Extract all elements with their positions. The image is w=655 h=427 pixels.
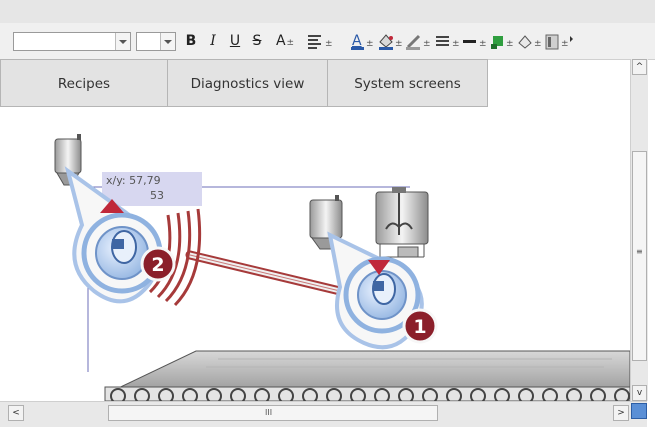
horizontal-scroll-thumb[interactable]: III: [108, 405, 438, 421]
chevron-left-icon: <: [12, 408, 20, 418]
coord-line-1: x/y: 57,79: [106, 174, 161, 187]
step-1-number: 1: [413, 316, 426, 338]
bold-label: B: [185, 33, 197, 49]
canvas-drawing: x/y: 57,79 53: [54, 134, 630, 401]
chevron-up-icon: ^: [635, 62, 644, 72]
fill-color-icon[interactable]: ±: [379, 34, 403, 50]
toolbar-overflow-icon[interactable]: [570, 36, 573, 42]
line-width-icon[interactable]: ±: [463, 39, 487, 49]
conveyor-belt[interactable]: [104, 350, 630, 401]
tab-recipes[interactable]: Recipes: [0, 59, 168, 107]
drag-down-arrow: [368, 260, 390, 275]
line-style-icon[interactable]: ±: [436, 36, 460, 49]
svg-text:±: ±: [366, 39, 374, 49]
svg-text:±: ±: [479, 39, 487, 49]
strikethrough-button[interactable]: S: [248, 30, 266, 52]
vertical-scroll-thumb[interactable]: ≡: [632, 151, 647, 361]
coord-line-2: 53: [150, 189, 164, 202]
svg-text:±: ±: [506, 39, 514, 49]
scroll-left-button[interactable]: <: [8, 405, 24, 421]
chevron-down-icon[interactable]: [115, 33, 130, 50]
font-family-value: [14, 38, 17, 51]
plusminus-label: ±: [286, 38, 295, 48]
shape-fill-icon[interactable]: ±: [491, 36, 514, 49]
font-color-icon[interactable]: A ±: [351, 33, 374, 50]
mixer-tank-icon[interactable]: [375, 187, 429, 258]
toolbar-icons: ± A ± ± ± ± ± ± ± ±: [308, 33, 573, 50]
drawing-canvas[interactable]: x/y: 57,79 53: [0, 107, 630, 401]
align-icon[interactable]: ±: [308, 35, 333, 49]
svg-text:±: ±: [395, 39, 403, 49]
step-1-badge: [402, 308, 438, 344]
italic-label: I: [210, 33, 216, 49]
strikethrough-label: S: [252, 33, 262, 49]
mouse-callout-2: 2: [64, 166, 176, 304]
svg-text:A: A: [352, 33, 362, 49]
font-grow-button[interactable]: A±: [270, 30, 300, 52]
scroll-grip-icon: ≡: [636, 247, 643, 256]
title-strip: [0, 0, 655, 23]
font-family-combo[interactable]: [13, 32, 131, 51]
step-2-badge: [140, 246, 176, 282]
tab-diagnostics-view[interactable]: Diagnostics view: [167, 59, 328, 107]
font-size-combo[interactable]: [136, 32, 176, 51]
svg-text:±: ±: [561, 39, 569, 49]
navigation-corner-icon[interactable]: [631, 403, 647, 419]
scroll-grip-icon: III: [265, 408, 273, 417]
tab-system-screens-label: System screens: [354, 76, 461, 92]
font-grow-label: A: [275, 33, 286, 49]
underline-label: U: [229, 33, 241, 49]
font-size-value: [137, 38, 140, 51]
line-color-icon[interactable]: ±: [406, 34, 431, 50]
svg-text:±: ±: [452, 39, 460, 49]
scroll-down-button[interactable]: v: [632, 385, 647, 401]
scroll-right-button[interactable]: >: [613, 405, 629, 421]
mouse-callout-1: 1: [327, 231, 438, 350]
italic-button[interactable]: I: [204, 30, 222, 52]
tab-diagnostics-label: Diagnostics view: [190, 76, 305, 92]
drag-up-arrow: [100, 199, 124, 213]
drag-path: [185, 250, 345, 296]
tab-recipes-label: Recipes: [57, 76, 111, 92]
tab-system-screens[interactable]: System screens: [327, 59, 488, 107]
coordinate-tooltip: x/y: 57,79 53: [102, 172, 202, 206]
border-icon[interactable]: ±: [545, 34, 569, 50]
chevron-down-icon: v: [636, 388, 643, 398]
svg-text:±: ±: [423, 39, 431, 49]
chevron-right-icon: >: [617, 408, 625, 418]
paint-bucket-icon[interactable]: ±: [518, 35, 542, 49]
vertical-scrollbar[interactable]: ^ ≡ v: [630, 59, 648, 401]
bold-button[interactable]: B: [182, 30, 200, 52]
underline-button[interactable]: U: [226, 30, 244, 52]
step-2-number: 2: [151, 254, 164, 276]
svg-text:±: ±: [325, 39, 333, 49]
chevron-down-icon[interactable]: [160, 33, 175, 50]
svg-text:±: ±: [534, 39, 542, 49]
scroll-up-button[interactable]: ^: [632, 59, 647, 75]
horizontal-scrollbar[interactable]: < III >: [0, 401, 647, 427]
